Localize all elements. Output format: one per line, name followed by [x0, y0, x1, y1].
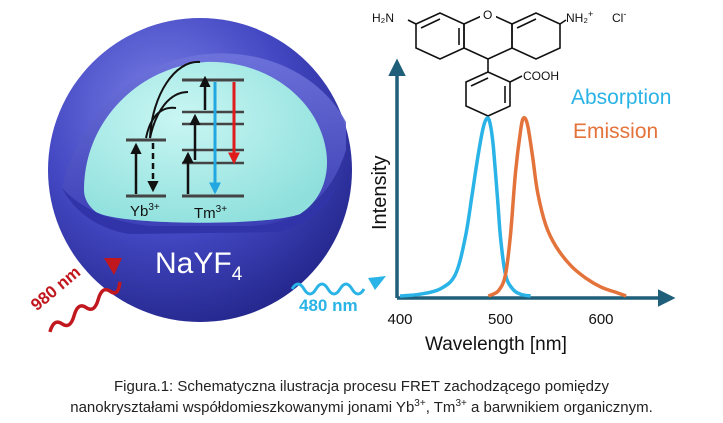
nanoparticle-core	[84, 61, 327, 223]
counter-ion-label: Cl-	[612, 9, 626, 25]
molecule-labels: O H₂N NH₂+ Cl- COOH	[372, 8, 626, 83]
oxygen-backdrop	[480, 8, 496, 22]
emission-wave	[290, 282, 366, 296]
caption-text-b: , Tm	[425, 399, 456, 416]
legend-emission: Emission	[573, 120, 658, 143]
energy-diagram: Yb3+ Tm3+	[126, 60, 244, 222]
caption-text-c: a barwnikiem organicznym.	[466, 399, 653, 416]
excitation-label: 980 nm	[27, 262, 84, 314]
y-axis-label: Intensity	[369, 156, 391, 230]
acid-bond	[509, 75, 523, 83]
double-bond-1	[420, 18, 441, 29]
right-amine-label: NH₂+	[566, 9, 593, 25]
chart-series	[399, 116, 627, 298]
caption-line-1: Figura.1: Schematyczna ilustracja proces…	[114, 378, 609, 395]
series-line-absorption	[399, 116, 531, 298]
double-bond-4	[470, 77, 489, 87]
ring-oxygen-label: O	[483, 8, 492, 22]
right-ring	[511, 12, 561, 60]
x-tick-label-500: 500	[488, 311, 513, 328]
figure-caption: Figura.1: Schematyczna ilustracja proces…	[0, 376, 723, 418]
caption-sup-1: 3+	[414, 398, 426, 409]
acid-group-label: COOH	[523, 69, 559, 83]
left-amine-label: H₂N	[372, 11, 394, 25]
left-ring	[415, 12, 465, 60]
double-bond-3	[516, 18, 537, 29]
caption-text-a: nanokryształami współdomieszkowanymi jon…	[70, 399, 415, 416]
x-axis-label: Wavelength [nm]	[425, 334, 567, 355]
spectra-chart: Intensity Wavelength [nm] 400 500 600 Abso…	[369, 58, 676, 355]
tm-ion-label: Tm3+	[194, 204, 227, 222]
x-tick-label-600: 600	[588, 311, 613, 328]
caption-line-2: nanokryształami współdomieszkowanymi jon…	[0, 397, 723, 418]
legend-absorption: Absorption	[571, 86, 671, 109]
transfer-curve-2	[149, 91, 189, 139]
yb-ion-label: Yb3+	[130, 202, 160, 220]
transfer-curve-3	[145, 106, 177, 139]
right-amine-bond	[559, 19, 567, 25]
nanoparticle	[48, 18, 352, 322]
emission-label: 480 nm	[299, 296, 358, 315]
transfer-curve-1	[149, 60, 201, 139]
nayf4-label: NaYF4	[155, 247, 243, 285]
caption-sup-2: 3+	[455, 398, 467, 409]
emission-480: 480 nm	[290, 276, 386, 315]
x-tick-label-400: 400	[387, 311, 412, 328]
series-line-emission	[487, 116, 627, 298]
excitation-980: 980 nm	[27, 258, 122, 333]
emission-arrowhead	[368, 276, 386, 290]
excitation-wave	[48, 281, 122, 333]
excitation-arrowhead	[104, 258, 122, 275]
left-amine-bond	[407, 19, 417, 25]
x-ticks: 400 500 600	[387, 311, 613, 328]
rhodamine-molecule	[407, 12, 567, 117]
